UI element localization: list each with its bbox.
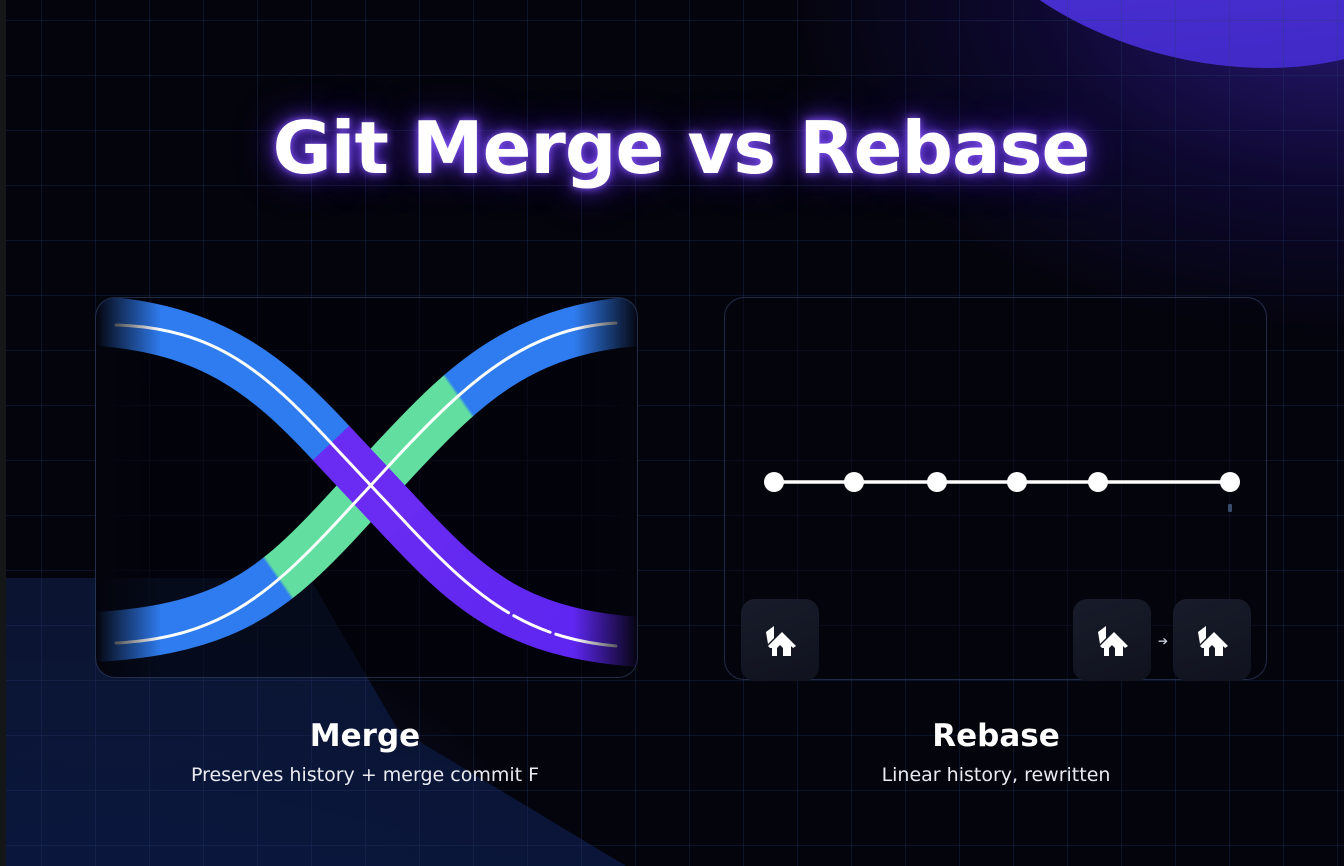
house-icon-tile [1173, 599, 1251, 681]
merge-label: Merge [309, 718, 421, 754]
merge-diagram-panel [95, 297, 638, 678]
house-icon [766, 626, 796, 656]
commit-dot [1088, 472, 1108, 492]
house-icon-tile [741, 599, 819, 681]
commit-dot [764, 472, 784, 492]
arrow-right-icon: ➔ [1158, 634, 1169, 648]
slide-title: Git Merge vs Rebase [272, 106, 1091, 190]
rebase-timeline [764, 472, 1240, 512]
house-icon [1098, 626, 1128, 656]
commit-dot [1007, 472, 1027, 492]
commit-dot [927, 472, 947, 492]
rebase-label: Rebase [932, 718, 1060, 754]
house-icon-tile [1073, 599, 1151, 681]
merge-description: Preserves history + merge commit F [190, 764, 540, 786]
commit-dot [1220, 472, 1240, 492]
left-edge-strip [0, 0, 6, 866]
commit-dot [844, 472, 864, 492]
house-icon [1198, 626, 1228, 656]
merge-branches-graphic [96, 298, 637, 677]
rebase-description: Linear history, rewritten [881, 764, 1111, 786]
